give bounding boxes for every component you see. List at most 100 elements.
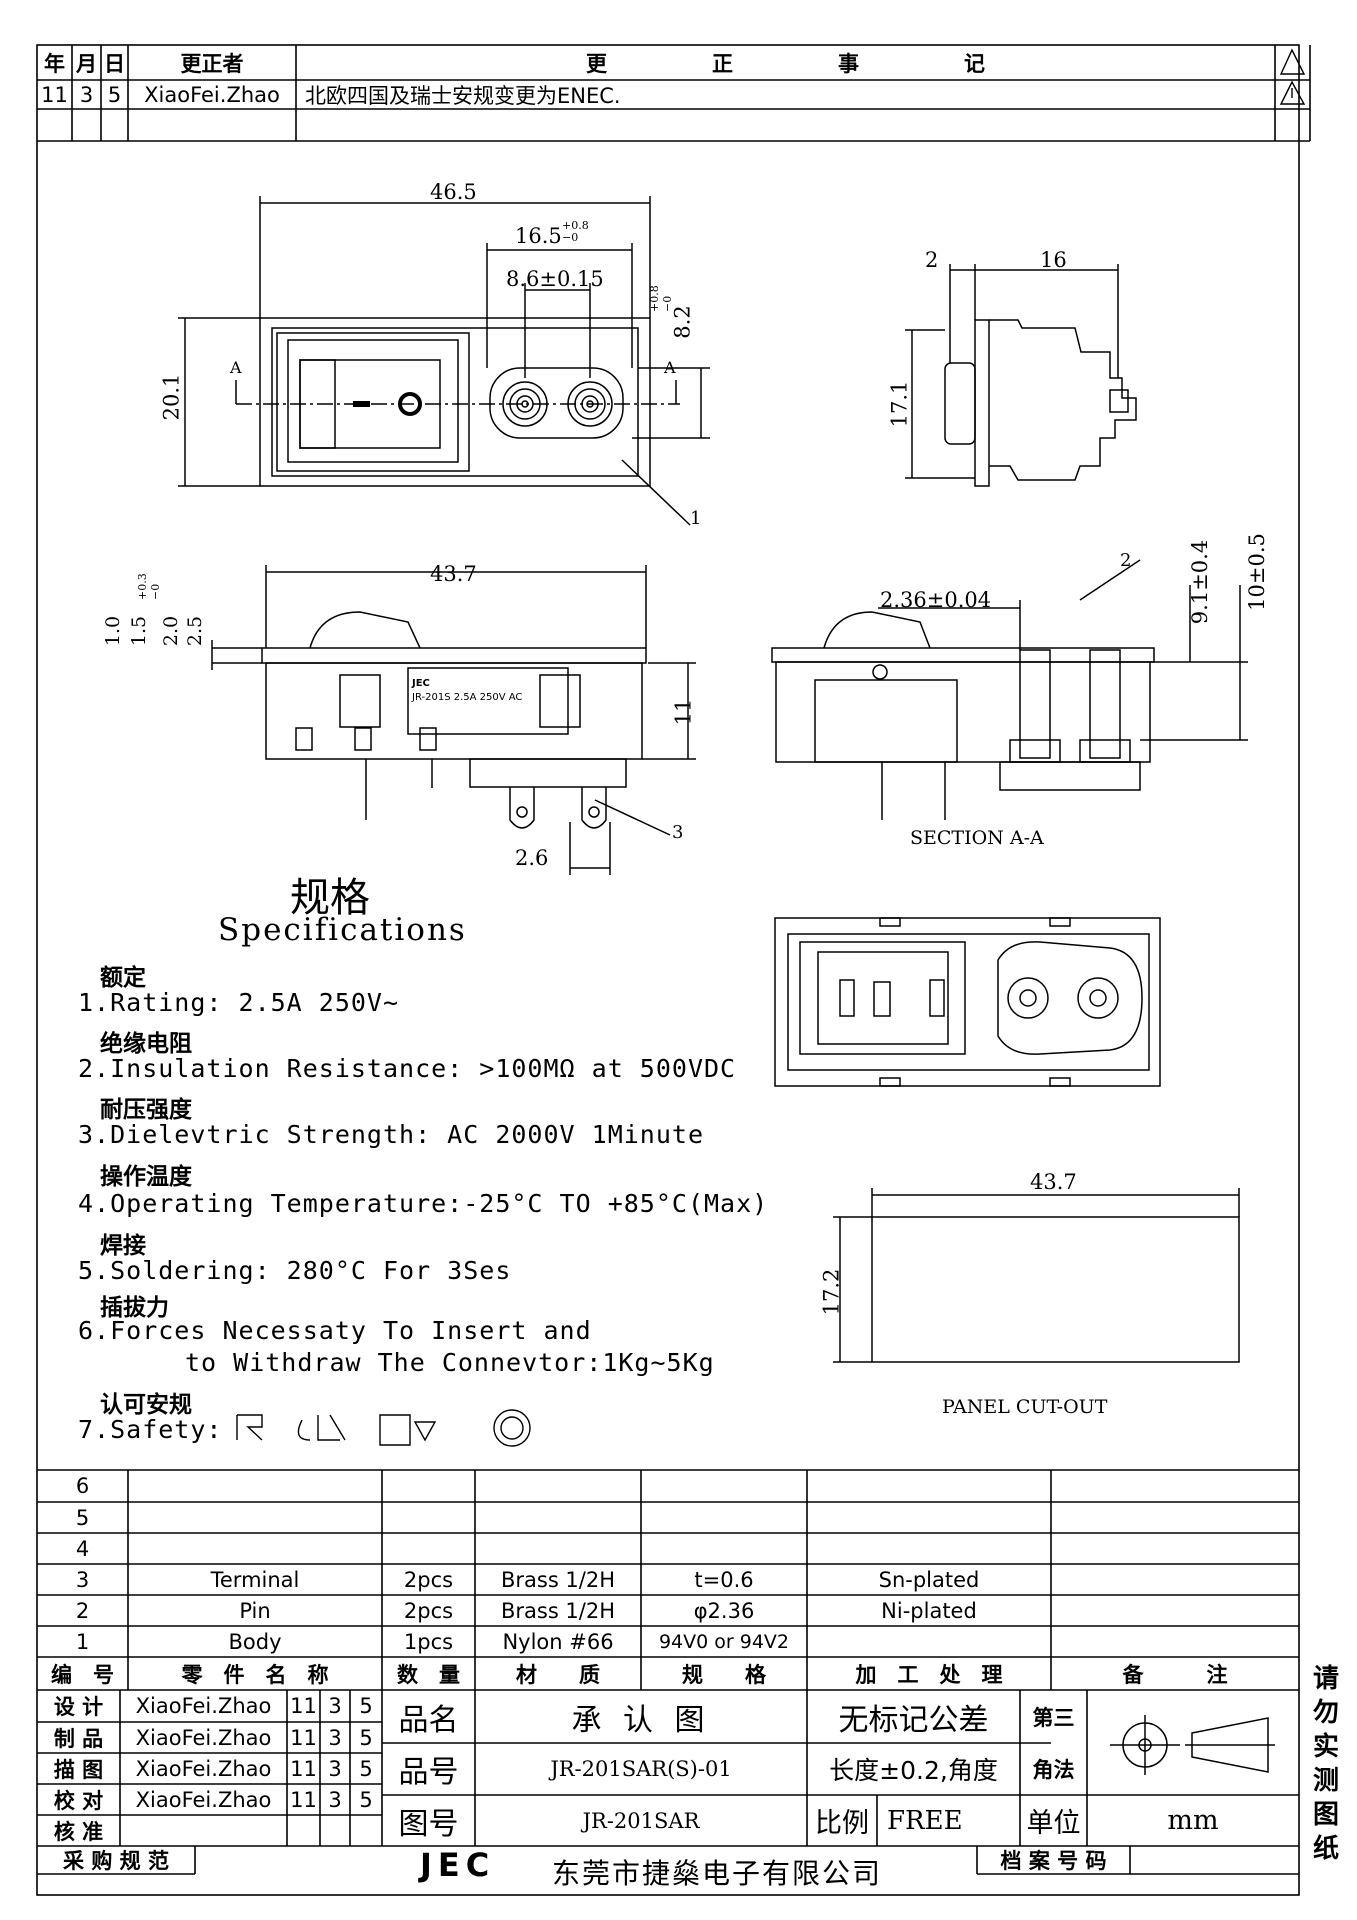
unit-value: mm (1167, 1805, 1219, 1836)
callout-3: 3 (672, 822, 684, 843)
spec-en-6b: to Withdraw The Connevtor:1Kg~5Kg (185, 1348, 715, 1377)
role-year: 11 (290, 1756, 317, 1781)
bom-material: Nylon #66 (502, 1629, 614, 1654)
role-year: 11 (290, 1787, 317, 1812)
dim-clip-tol: +0.3 −0 (136, 573, 162, 600)
bom-header-qty: 数 量 (397, 1662, 460, 1687)
role-year: 11 (290, 1725, 317, 1750)
front-view-outline (261, 611, 647, 829)
spec-cn-3: 耐压强度 (100, 1097, 192, 1123)
technical-drawing (178, 196, 1248, 1447)
spec-en-2: 2.Insulation Resistance: >100MΩ at 500VD… (78, 1054, 737, 1083)
bom-no: 5 (75, 1505, 90, 1530)
role-month: 3 (328, 1694, 342, 1718)
label-product-no: 品号 (398, 1755, 459, 1790)
role-name: XiaoFei.Zhao (135, 1787, 272, 1812)
dim-cutout-width: 43.7 (1030, 1170, 1077, 1194)
cut-mark-right: A (664, 358, 676, 377)
projection-label-2: 角法 (1032, 1758, 1075, 1782)
archive-label: 档 案 号 码 (1000, 1849, 1107, 1873)
drawing-no: JR-201SAR (582, 1808, 700, 1833)
bom-qty: 2pcs (403, 1567, 454, 1592)
spec-cn-5: 焊接 (100, 1233, 146, 1259)
bom-no: 6 (75, 1474, 90, 1498)
rev-header-month: 月 (76, 51, 97, 76)
bom-name: Body (228, 1629, 282, 1654)
role-label: 校 对 (53, 1788, 104, 1813)
dim-top-width: 46.5 (430, 180, 477, 204)
bom-name: Pin (239, 1598, 271, 1623)
spec-cn-6: 插拔力 (100, 1295, 169, 1321)
role-label: 核 准 (53, 1819, 104, 1844)
side-view-outline (944, 319, 1137, 487)
company-logo: JEC (420, 1846, 496, 1884)
dim-clip-1: 1.0 (102, 615, 125, 647)
rev-header-note: 更 正 事 记 (586, 51, 985, 76)
side-note-char: 纸 (1312, 1834, 1339, 1864)
side-note-char: 勿 (1312, 1698, 1339, 1728)
spec-cn-2: 绝缘电阻 (100, 1031, 192, 1057)
spec-cn-7: 认可安规 (100, 1392, 192, 1418)
callout-2: 2 (1120, 550, 1132, 571)
bom-name: Terminal (210, 1567, 300, 1592)
role-label: 制 品 (53, 1726, 104, 1751)
spec-en-7: 7.Safety: (78, 1415, 223, 1444)
spec-en-3: 3.Dielevtric Strength: AC 2000V 1Minute (78, 1120, 704, 1149)
side-note-char: 图 (1312, 1800, 1339, 1830)
dim-top-height: 20.1 (159, 373, 184, 421)
role-day: 5 (359, 1756, 373, 1781)
spec-en-6: 6.Forces Necessaty To Insert and (78, 1316, 592, 1345)
bom-qty: 2pcs (403, 1598, 454, 1623)
bottom-view-outline (774, 917, 1161, 1087)
panel-cutout-rect (871, 1216, 1240, 1363)
role-day: 5 (359, 1694, 373, 1718)
bom-material: Brass 1/2H (500, 1567, 616, 1592)
callout-1: 1 (690, 508, 702, 529)
label-product-name: 品名 (398, 1702, 459, 1738)
section-view-outline (771, 611, 1155, 820)
bom-no: 4 (75, 1536, 90, 1561)
role-name: XiaoFei.Zhao (135, 1725, 272, 1750)
dim-side-d1: 2 (925, 248, 939, 272)
rev-header-day: 日 (104, 51, 125, 76)
spec-cn-4: 操作温度 (100, 1164, 192, 1190)
cut-mark-left: A (230, 358, 242, 377)
section-label: SECTION A-A (910, 827, 1044, 849)
unit-label: 单位 (1026, 1808, 1081, 1839)
spec-en-4: 4.Operating Temperature:-25°C TO +85°C(M… (78, 1189, 769, 1218)
dim-clip-2: 1.5 (128, 615, 151, 647)
dim-clip-4: 2.5 (184, 615, 207, 647)
bom-process: Sn-plated (878, 1567, 980, 1592)
role-month: 3 (328, 1725, 342, 1750)
dim-cutout-height: 17.2 (819, 1268, 844, 1316)
role-name: XiaoFei.Zhao (135, 1694, 272, 1718)
rev-header-year: 年 (44, 51, 65, 76)
dim-top-inlet-height: 8.2 (670, 305, 695, 339)
rev-header-author: 更正者 (180, 51, 244, 76)
side-note-char: 测 (1312, 1766, 1339, 1796)
dim-top-pitch-outer: 16.5 (515, 224, 562, 248)
label-drawing-no: 图号 (398, 1806, 459, 1842)
dim-side-height: 17.1 (887, 380, 912, 428)
procurement-label: 采 购 规 范 (63, 1849, 169, 1873)
scale-value: FREE (887, 1805, 963, 1836)
bom-header-process: 加 工 处 理 (855, 1662, 1003, 1687)
role-name: XiaoFei.Zhao (135, 1756, 272, 1781)
safety-marks-icon (236, 1409, 531, 1447)
rev-author: XiaoFei.Zhao (144, 82, 280, 107)
body-brand: JEC (412, 678, 430, 689)
bom-qty: 1pcs (403, 1629, 454, 1654)
company-name: 东莞市捷燊电子有限公司 (552, 1857, 883, 1890)
bom-header-spec: 规 格 (682, 1662, 766, 1687)
dim-side-d2: 16 (1040, 248, 1067, 272)
bom-no: 3 (75, 1567, 90, 1592)
bom-header-note: 备 注 (1122, 1662, 1228, 1687)
tolerance-value: 长度±0.2,角度 (829, 1756, 998, 1785)
dim-section-b: 9.1±0.4 (1188, 539, 1213, 625)
dim-clip-3: 2.0 (160, 615, 183, 647)
bom-spec: 94V0 or 94V2 (658, 1630, 790, 1653)
dim-front-height: 11 (671, 698, 696, 726)
bom-process: Ni-plated (881, 1598, 977, 1623)
bom-header-name: 零 件 名 称 (181, 1662, 329, 1687)
product-name: 承 认 图 (571, 1702, 711, 1738)
